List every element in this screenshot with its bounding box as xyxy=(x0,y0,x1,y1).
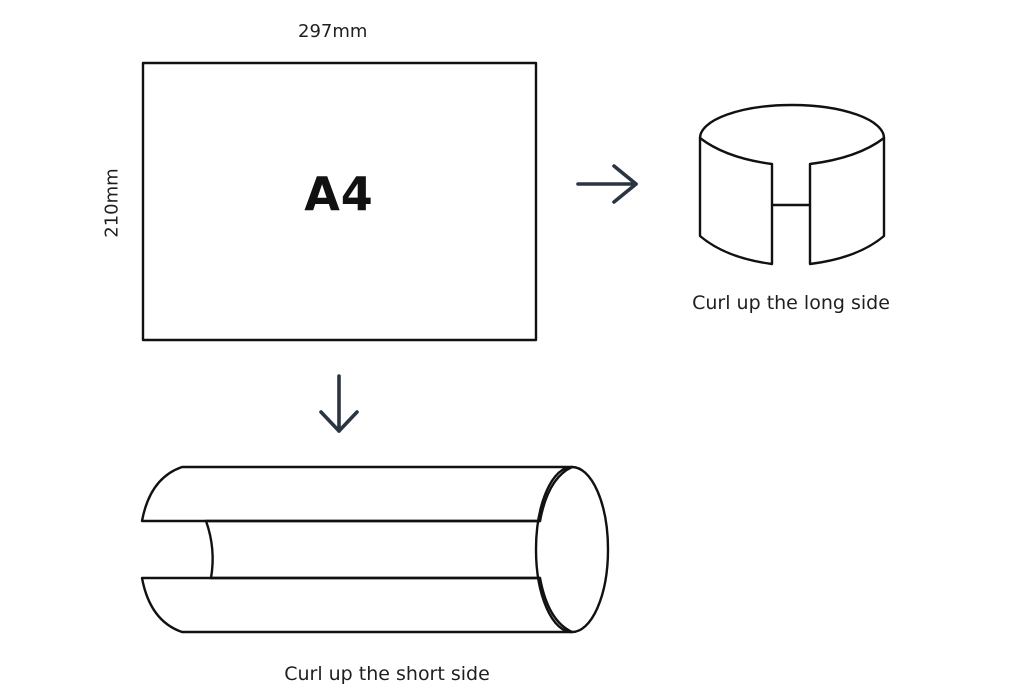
sheet-height-label: 210mm xyxy=(101,168,123,238)
sheet-name-label: A4 xyxy=(304,167,374,221)
sheet-width-label: 297mm xyxy=(298,21,368,42)
down-arrow-icon xyxy=(319,374,359,433)
short-side-caption: Curl up the short side xyxy=(284,663,490,685)
short-cylinder-illustration xyxy=(698,103,886,266)
long-cylinder-illustration xyxy=(140,465,610,634)
a4-sheet xyxy=(141,61,538,342)
right-arrow-icon xyxy=(576,164,638,204)
long-side-caption: Curl up the long side xyxy=(692,292,890,314)
